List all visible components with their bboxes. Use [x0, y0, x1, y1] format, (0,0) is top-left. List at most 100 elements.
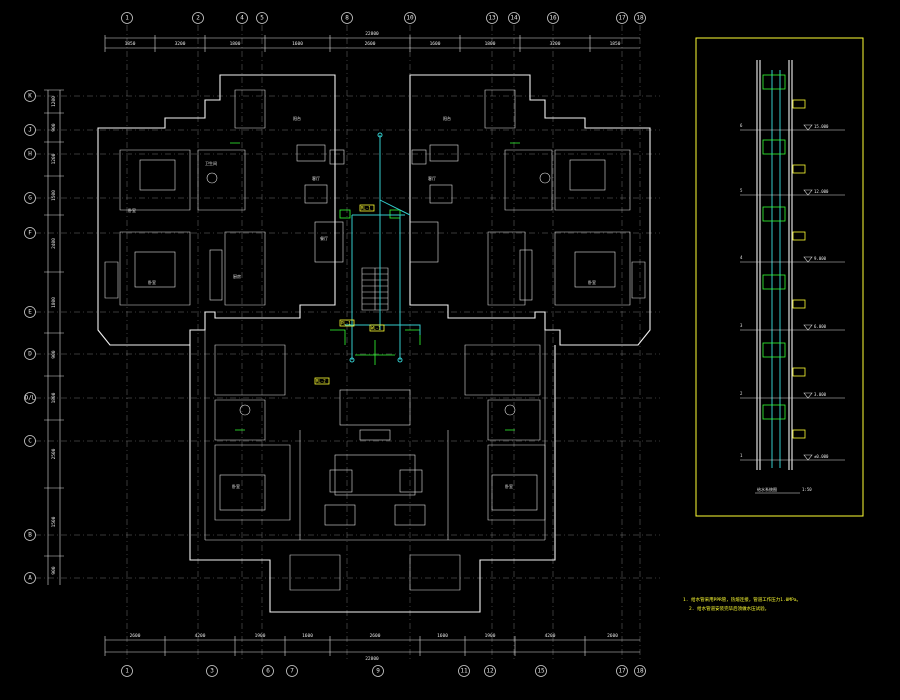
dim-label: 2600 [365, 41, 376, 47]
dim-label: 900 [51, 566, 57, 574]
note-line-1: 1. 给水管采用PPR管，热熔连接，管道工作压力1.0MPa。 [683, 596, 801, 603]
dim-label: 1200 [51, 96, 57, 107]
axis-bubble-bottom: 12 [484, 665, 496, 677]
axis-bubble-bottom: 17 [616, 665, 628, 677]
axis-bubble-bottom: 1 [121, 665, 133, 677]
axis-bubble-left: K [24, 90, 36, 102]
pipe-label-1: RL-1 [361, 206, 371, 211]
room-label: 厨房 [233, 273, 241, 279]
axis-bubble-left: J [24, 124, 36, 136]
level-mark: 6.000 [814, 324, 827, 329]
axis-bubble-top: 10 [404, 12, 416, 24]
outer-wall-left-unit [97, 74, 336, 346]
axis-bubble-left: F [24, 227, 36, 239]
room-label: 餐厅 [320, 235, 328, 241]
axis-bubble-bottom: 15 [535, 665, 547, 677]
dim-label: 2600 [607, 633, 618, 639]
axis-label: 17 [618, 668, 626, 675]
axis-label: J [28, 127, 32, 134]
axis-bubble-top: 2 [192, 12, 204, 24]
axis-bubble-left: A [24, 572, 36, 584]
axis-label: F [28, 230, 32, 237]
room-label: 客厅 [312, 175, 320, 181]
axis-label: 18 [636, 668, 644, 675]
section-panel-frame [695, 37, 864, 517]
axis-bubble-bottom: 6 [262, 665, 274, 677]
dim-label: 4200 [545, 633, 556, 639]
axis-label: 12 [486, 668, 494, 675]
axis-bubble-left: C [24, 435, 36, 447]
room-label: 卧室 [232, 483, 240, 489]
axis-label: 16 [549, 15, 557, 22]
level-mark: 12.000 [814, 189, 829, 194]
stair [361, 267, 389, 311]
dim-label: 1500 [51, 190, 57, 201]
axis-label: 6 [266, 668, 270, 675]
dim-label: 1850 [610, 41, 621, 47]
axis-bubble-top: 14 [508, 12, 520, 24]
axis-label: B [28, 532, 32, 539]
floor-mark: 5 [740, 188, 743, 193]
dim-label: 900 [51, 350, 57, 358]
axis-bubble-top: 5 [256, 12, 268, 24]
floor-mark: 3 [740, 323, 743, 328]
axis-label: D [28, 351, 32, 358]
axis-label: G [28, 195, 32, 202]
axis-gridlines [35, 25, 660, 660]
axis-label: 7 [290, 668, 294, 675]
dim-label: 1800 [51, 297, 57, 308]
axis-bubble-left: E [24, 306, 36, 318]
dim-label: 4200 [195, 633, 206, 639]
axis-label: 8 [345, 15, 349, 22]
axis-label: 1 [125, 15, 129, 22]
axis-label: 9 [376, 668, 380, 675]
axis-bubble-top: 16 [547, 12, 559, 24]
room-label: 卫生间 [205, 160, 217, 166]
room-label: 阳台 [443, 115, 451, 121]
room-label: 卧室 [128, 207, 136, 213]
dim-label: 1800 [230, 41, 241, 47]
dim-label: 2500 [51, 448, 57, 459]
axis-label: 18 [636, 15, 644, 22]
room-labels: 卧室卧室客厅餐厅厨房卫生间卧室客厅阳台阳台卧室卧室 [128, 115, 596, 489]
dim-label: 1900 [485, 633, 496, 639]
axis-bubble-top: 13 [486, 12, 498, 24]
dim-label: 1600 [437, 633, 448, 639]
axis-label: 1 [125, 668, 129, 675]
axis-bubble-top: 17 [616, 12, 628, 24]
floor-mark: 6 [740, 123, 743, 128]
axis-label: A [28, 575, 32, 582]
section-scale: 1:50 [802, 487, 812, 492]
axis-label: 11 [460, 668, 468, 675]
dim-label: 1200 [51, 153, 57, 164]
axis-bubble-top: 4 [236, 12, 248, 24]
furniture [134, 144, 616, 526]
pipe-label-3: WL-1 [371, 326, 381, 331]
dim-label: 2600 [370, 633, 381, 639]
axis-bubble-left: G [24, 192, 36, 204]
axis-bubble-bottom: 11 [458, 665, 470, 677]
dim-label: 2600 [130, 633, 141, 639]
room-label: 阳台 [293, 115, 301, 121]
axis-label: 3 [210, 668, 214, 675]
axis-label: H [28, 151, 32, 158]
axis-label: C [28, 438, 32, 445]
section-title: 给水系统图 [757, 486, 777, 492]
dim-label: 1900 [255, 633, 266, 639]
room-label: 客厅 [428, 175, 436, 181]
axis-bubble-top: 8 [341, 12, 353, 24]
overall-dim-bottom: 22800 [365, 656, 379, 662]
floor-mark: 4 [740, 255, 743, 260]
pipe-label-4: RL-2 [316, 379, 326, 384]
dim-label: 1600 [430, 41, 441, 47]
level-mark: ±0.000 [814, 454, 829, 459]
axis-label: 10 [406, 15, 414, 22]
dim-label: 1800 [485, 41, 496, 47]
room-label: 卧室 [505, 483, 513, 489]
axis-label: 14 [510, 15, 518, 22]
axis-label: 13 [488, 15, 496, 22]
axis-label: 17 [618, 15, 626, 22]
